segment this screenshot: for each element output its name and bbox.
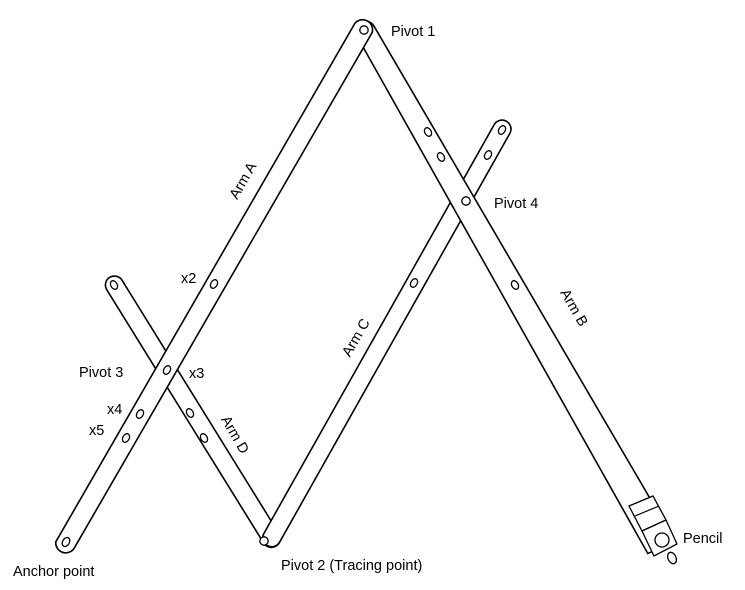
label-x5: x5 — [89, 423, 104, 439]
label-pivot-1: Pivot 1 — [391, 24, 435, 40]
label-pivot-3: Pivot 3 — [79, 365, 123, 381]
pencil-lead-circle — [654, 532, 670, 548]
label-pivot-4: Pivot 4 — [494, 196, 538, 212]
anchor-hole — [61, 536, 71, 548]
arm-c-end-hole — [497, 125, 507, 135]
label-arm-b: Arm B — [556, 287, 590, 330]
arm-a-hole-x4 — [135, 409, 145, 419]
arm-d-end-hole — [109, 280, 119, 290]
pivot-2-hole — [259, 536, 269, 546]
arm-b-hole-1 — [423, 127, 433, 137]
label-pivot-2: Pivot 2 (Tracing point) — [281, 558, 422, 574]
pivot-3-hole — [162, 365, 172, 375]
arm-d-hole-x3-lower — [199, 433, 209, 443]
arm-c-hole — [483, 150, 493, 160]
arm-a-hole-x2 — [209, 279, 219, 289]
pivot-4-hole — [461, 196, 471, 206]
arm-c-mid-hole — [409, 278, 419, 288]
label-x4: x4 — [107, 402, 122, 418]
arm-b-hole-3 — [510, 280, 520, 290]
arm-c — [262, 119, 512, 548]
arm-b-hole-2 — [436, 152, 446, 162]
pencil-tip — [666, 551, 678, 565]
arm-d-hole-x3-upper — [185, 408, 195, 418]
arm-a — [54, 19, 374, 554]
pencil — [628, 495, 678, 565]
arm-a-hole-x5 — [121, 433, 131, 443]
label-anchor-point: Anchor point — [13, 564, 94, 580]
label-pencil: Pencil — [683, 531, 723, 547]
label-x2: x2 — [181, 271, 196, 287]
label-x3: x3 — [189, 366, 204, 382]
pivot-1-hole — [359, 25, 369, 35]
